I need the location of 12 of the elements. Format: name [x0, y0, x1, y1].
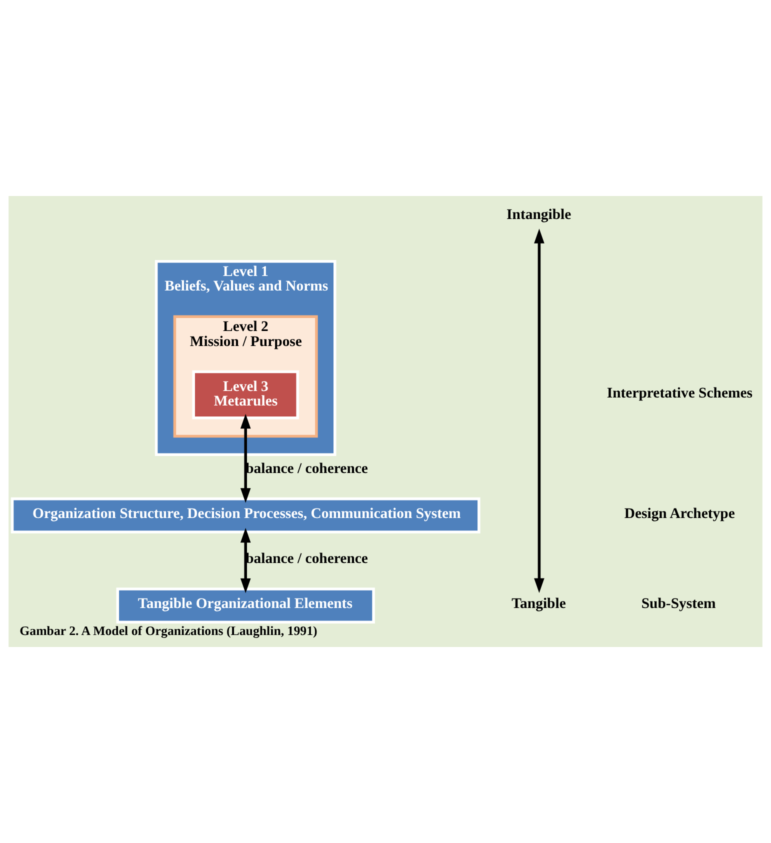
caption: Gambar 2. A Model of Organizations (Laughlin, 1991) [20, 624, 318, 638]
node-text: Tangible [512, 596, 566, 612]
arrow [240, 414, 251, 503]
node-box: Organization Structure, Decision Processes, Communication System [10, 497, 480, 534]
node-box: Tangible Organizational Elements [116, 588, 375, 624]
label: Design Archetype [624, 506, 735, 522]
arrow [534, 228, 544, 593]
node-text: Intangible [506, 206, 572, 223]
label: Sub-System [641, 596, 716, 612]
arrow [240, 528, 251, 594]
node-box: Level 3 Metarules [192, 370, 299, 420]
label: Interpretative Schemes [606, 385, 753, 402]
